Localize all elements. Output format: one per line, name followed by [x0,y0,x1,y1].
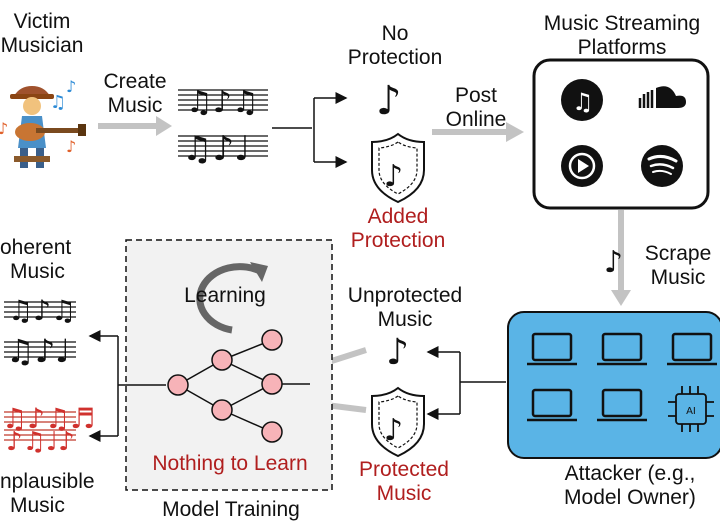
sheet-music-coherent [4,301,76,358]
neural-network-nodes [167,329,283,443]
nothing-to-learn-label: Nothing to Learn [152,452,308,475]
shield-icon [371,132,425,204]
protected-note-icon: ♪ [384,413,403,448]
ai-chip-label: AI [686,406,696,417]
soundcloud-icon [638,86,686,108]
coherent-notes-1: ♫♪♫ [8,294,76,327]
svg-text:♫: ♫ [572,88,594,116]
create-arrowhead [156,116,172,136]
attacker-box [507,311,720,459]
svg-text:♪: ♪ [66,77,76,96]
svg-text:♪: ♪ [0,119,8,138]
scrape-note-icon: ♪ [604,245,623,280]
sheet-music-top [178,89,268,157]
learning-label: Learning [184,284,266,307]
implausible-notes-2: ♪♫♩♪ [6,427,75,457]
apple-music-icon: ♫ [561,79,603,121]
attacker-label: Attacker (e.g.,Model Owner) [564,462,696,509]
sheet-music-implausible [4,411,76,441]
platforms-box [532,58,710,210]
notes-top-2: ♫♪♩ [182,129,250,169]
svg-text:♫: ♫ [50,92,66,113]
learning-cycle-icon [196,262,268,334]
laptop-icons [527,332,717,422]
protected-shield-icon [371,386,425,458]
musician-figure: ♫ ♪ ♪ ♪ [0,77,86,168]
svg-text:♪: ♪ [66,137,76,156]
ai-chip-icon [668,386,714,432]
implausible-notes-1: ♫♪♫♬ [2,402,95,435]
spotify-icon [641,145,683,187]
unprotected-note-icon: ♪ [386,332,409,373]
youtube-music-icon [561,145,603,187]
model-training-label: Model Training [162,498,300,521]
shield-note-icon: ♪ [384,159,403,194]
coherent-notes-2: ♫♪♩ [6,332,70,370]
music-note-icon: ♪ [376,78,402,124]
notes-top-1: ♫♪♫ [186,85,259,120]
